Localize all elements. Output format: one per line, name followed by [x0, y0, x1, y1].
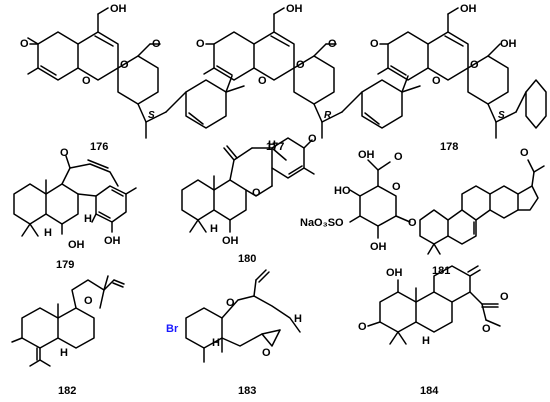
atom-h1: H: [60, 347, 68, 359]
stereo-descriptor: R: [324, 110, 332, 121]
atom-epoxide-o: O: [262, 347, 271, 359]
atom-oh: OH: [386, 267, 403, 279]
compound-177: O OH O O O R 177: [196, 3, 421, 153]
atom-bromine: Br: [166, 323, 179, 335]
atom-h1: H: [294, 313, 302, 325]
atom-hemiacetal-oh: OH: [500, 38, 517, 50]
compound-number: 183: [238, 385, 256, 397]
atom-sugar-o: O: [392, 181, 401, 193]
compound-number: 184: [420, 385, 439, 397]
atom-hydroxyl: OH: [110, 3, 127, 15]
atom-carbonyl-o: O: [196, 38, 205, 50]
atom-methoxy-o: O: [152, 38, 161, 50]
compound-183: Br O O H H 183: [166, 269, 302, 397]
atom-ether-o: O: [252, 187, 261, 199]
atom-ether-o: O: [226, 297, 235, 309]
atom-ether-o: O: [84, 295, 93, 307]
compound-number: 178: [440, 141, 458, 153]
compound-181: O OH HO O NaO₃SO OH O O 181: [300, 147, 545, 277]
atom-hydroxyl: OH: [286, 3, 303, 15]
atom-ring-o1: O: [470, 59, 479, 71]
atom-h2: H: [84, 213, 92, 225]
atom-methoxy-o: O: [328, 38, 337, 50]
atom-acid-o: O: [394, 151, 403, 163]
atom-carbonyl-o: O: [60, 147, 69, 159]
atom-carbonyl-o: O: [370, 38, 379, 50]
compound-176: O OH O O O S 176: [20, 3, 245, 153]
atom-carbonyl-o: O: [308, 133, 317, 145]
compound-number: 176: [90, 141, 108, 153]
atom-hydroxyl: OH: [460, 3, 477, 15]
stereo-descriptor: S: [498, 110, 505, 121]
atom-ring-o2: O: [258, 75, 267, 87]
atom-ho: HO: [334, 185, 351, 197]
atom-h2: H: [268, 139, 276, 151]
compound-178: O OH O OH O S 178: [370, 3, 547, 153]
compound-number: 182: [58, 385, 76, 397]
atom-ring-o1: O: [120, 59, 129, 71]
compound-184: OH O O O H 184: [358, 265, 509, 397]
atom-carbonyl-o: O: [20, 38, 29, 50]
compound-number: 180: [238, 253, 256, 265]
atom-ring-o2: O: [432, 75, 441, 87]
atom-acid-oh: OH: [358, 149, 375, 161]
atom-hydroxyl: OH: [222, 235, 239, 247]
atom-phenol-oh: OH: [104, 235, 121, 247]
atom-ketone-o: O: [358, 321, 367, 333]
stereo-descriptor: S: [148, 110, 155, 121]
atom-h1: H: [210, 223, 218, 235]
atom-h2: H: [212, 337, 220, 349]
atom-hydroxyl: OH: [68, 239, 85, 251]
atom-h1: H: [422, 335, 430, 347]
atom-ring-o1: O: [296, 59, 305, 71]
atom-glyco-o: O: [408, 217, 417, 229]
atom-ester-o1: O: [500, 291, 509, 303]
atom-ester-o2: O: [482, 323, 491, 335]
compound-179: O OH OH H H 179: [13, 147, 137, 271]
compound-number: 179: [56, 259, 74, 271]
compound-180: O O OH H H 180: [181, 133, 317, 265]
compound-182: O H 182: [11, 275, 125, 397]
atom-naso3: NaO₃SO: [300, 217, 344, 229]
atom-oh: OH: [370, 241, 387, 253]
atom-h1: H: [44, 227, 52, 239]
atom-ring-o2: O: [82, 75, 91, 87]
atom-ketone-o: O: [520, 147, 529, 159]
